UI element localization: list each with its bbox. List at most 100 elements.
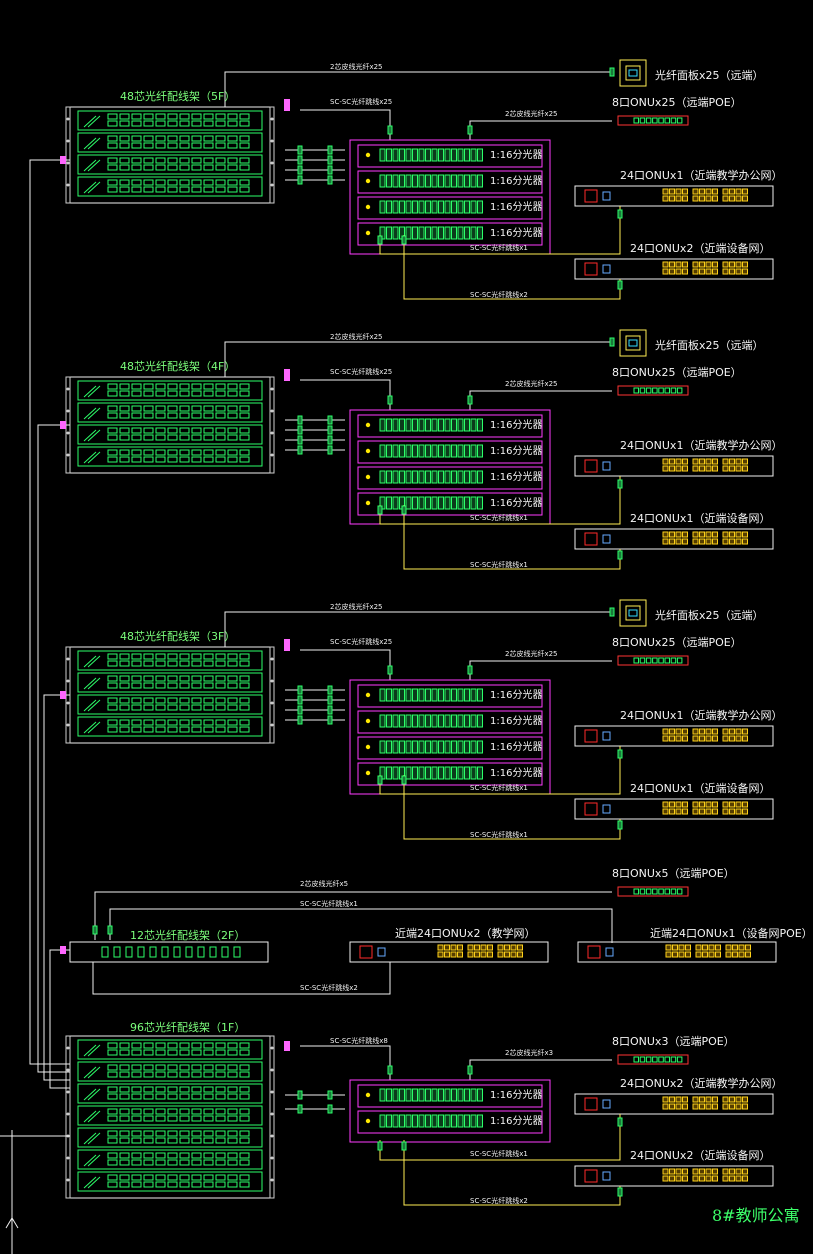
fiber-frame-96-port xyxy=(167,1042,178,1049)
splitter-chassis-port xyxy=(392,226,399,240)
onu24-teaching-port xyxy=(675,728,682,735)
onu24-device-net-port xyxy=(708,944,715,951)
fiber-frame-48-port xyxy=(131,704,142,711)
fiber-frame-96-port xyxy=(203,1152,214,1159)
fiber-frame-48-port xyxy=(119,682,130,689)
frame12-port xyxy=(113,946,121,958)
fiber-frame-96-port xyxy=(107,1093,118,1100)
onu24-teaching-port xyxy=(692,458,699,465)
onu24-device-net-port xyxy=(738,951,745,958)
sc-connector-icon xyxy=(617,1117,623,1127)
onu24-device-net-port xyxy=(732,951,738,958)
onu24-teaching-port xyxy=(437,944,444,951)
onu24-device-net-port xyxy=(669,538,675,545)
fiber-frame-48-port xyxy=(239,135,250,142)
fiber-frame-48-port xyxy=(191,449,202,456)
splitter-chassis-port xyxy=(438,714,444,728)
patch-connector-icon xyxy=(297,165,303,175)
splitter-chassis-port xyxy=(444,174,451,188)
fiber-frame-48-port xyxy=(167,704,178,711)
fiber-frame-96-port xyxy=(179,1086,190,1093)
sc-connector-icon xyxy=(387,665,393,675)
splitter-chassis-port xyxy=(412,496,418,510)
onu24-device-net-port xyxy=(742,531,748,538)
fiber-frame-96-port xyxy=(191,1108,202,1115)
fiber-frame-96-port xyxy=(143,1049,154,1056)
cable-label: 2芯皮线光纤x25 xyxy=(505,380,558,388)
onu8-device-port xyxy=(639,657,646,664)
fiber-frame-96-port xyxy=(143,1174,154,1181)
splitter-chassis-port xyxy=(418,1088,425,1102)
fiber-frame-48-port xyxy=(131,682,142,689)
fiber-frame-48-port xyxy=(179,164,190,171)
fiber-frame-48-port xyxy=(155,164,166,171)
fiber-frame-96-port xyxy=(203,1108,214,1115)
fiber-frame-48-port xyxy=(191,682,202,689)
onu8-device xyxy=(617,1054,689,1065)
onu24-teaching-port xyxy=(692,735,699,742)
fiber-frame-48-port xyxy=(227,113,238,120)
fiber-frame-48-port xyxy=(227,660,238,667)
fiber-frame-48-port xyxy=(239,719,250,726)
sc-connector-icon xyxy=(377,505,383,515)
splitter-chassis-port xyxy=(451,418,457,432)
onu8-device xyxy=(617,886,689,897)
tray-handle-icon xyxy=(83,1066,101,1079)
screw xyxy=(270,1068,274,1072)
fiber-frame-96-port xyxy=(107,1064,118,1071)
fiber-frame-48-port xyxy=(227,120,238,127)
splitter-chassis-port xyxy=(399,174,405,188)
fiber-frame-96-port xyxy=(191,1093,202,1100)
splitter-chassis-port xyxy=(412,444,418,458)
onu24-teaching-port xyxy=(510,944,517,951)
patch-connector-icon xyxy=(327,685,333,695)
fiber-frame-48-port xyxy=(155,456,166,463)
splitter-chassis-port xyxy=(392,740,399,754)
onu8-device-port xyxy=(633,387,639,394)
splitter-chassis-port xyxy=(425,766,431,780)
splitter-chassis-port xyxy=(431,226,438,240)
fiber-frame-96-port xyxy=(107,1181,118,1188)
splitter-chassis-port xyxy=(412,766,418,780)
fiber-frame-48-port xyxy=(179,142,190,149)
fiber-panel-icon-socket-icon xyxy=(625,335,641,351)
onu24-device-net-port xyxy=(715,951,721,958)
onu24-device-net-port xyxy=(699,268,705,275)
fiber-frame-96-port xyxy=(215,1181,226,1188)
patch-connector-icon xyxy=(327,415,333,425)
fiber-frame-48-port xyxy=(215,120,226,127)
onu8-device-port xyxy=(639,387,646,394)
splitter-chassis-port xyxy=(386,470,392,484)
onu24-device-net-port xyxy=(692,538,699,545)
fiber-frame-48-port xyxy=(131,412,142,419)
splitter-chassis-port xyxy=(438,174,444,188)
splitter-chassis-port xyxy=(451,714,457,728)
fiber-frame-48-port xyxy=(143,405,154,412)
fiber-frame-48-port xyxy=(107,113,118,120)
onu8-device-port xyxy=(676,657,683,664)
onu24-device-net-port xyxy=(722,261,729,268)
screw xyxy=(270,117,274,121)
fiber-frame-96-port xyxy=(215,1130,226,1137)
fiber-frame-48-port xyxy=(179,135,190,142)
splitter-chassis-port xyxy=(464,1114,470,1128)
fiber-frame-48-port xyxy=(107,675,118,682)
frame12-port xyxy=(161,946,169,958)
onu24-teaching-port xyxy=(467,951,474,958)
fiber-frame-48-port xyxy=(179,660,190,667)
fiber-frame-96-port xyxy=(131,1137,142,1144)
fiber-frame-96-port xyxy=(131,1093,142,1100)
splitter-chassis-port xyxy=(412,1114,418,1128)
splitter-chassis-port xyxy=(464,688,470,702)
onu24-device-net-port xyxy=(722,268,729,275)
splitter-chassis-port xyxy=(418,418,425,432)
patch-connector-icon xyxy=(297,445,303,455)
fiber-frame-48-port xyxy=(215,449,226,456)
splitter-chassis-port xyxy=(438,1088,444,1102)
onu24-teaching-port xyxy=(729,728,735,735)
onu24-device-net-port xyxy=(682,808,688,815)
onu24-device-net-port xyxy=(699,538,705,545)
entry-arrow-icon xyxy=(5,1217,19,1229)
splitter-chassis-port xyxy=(405,148,412,162)
fiber-frame-96-port xyxy=(179,1064,190,1071)
